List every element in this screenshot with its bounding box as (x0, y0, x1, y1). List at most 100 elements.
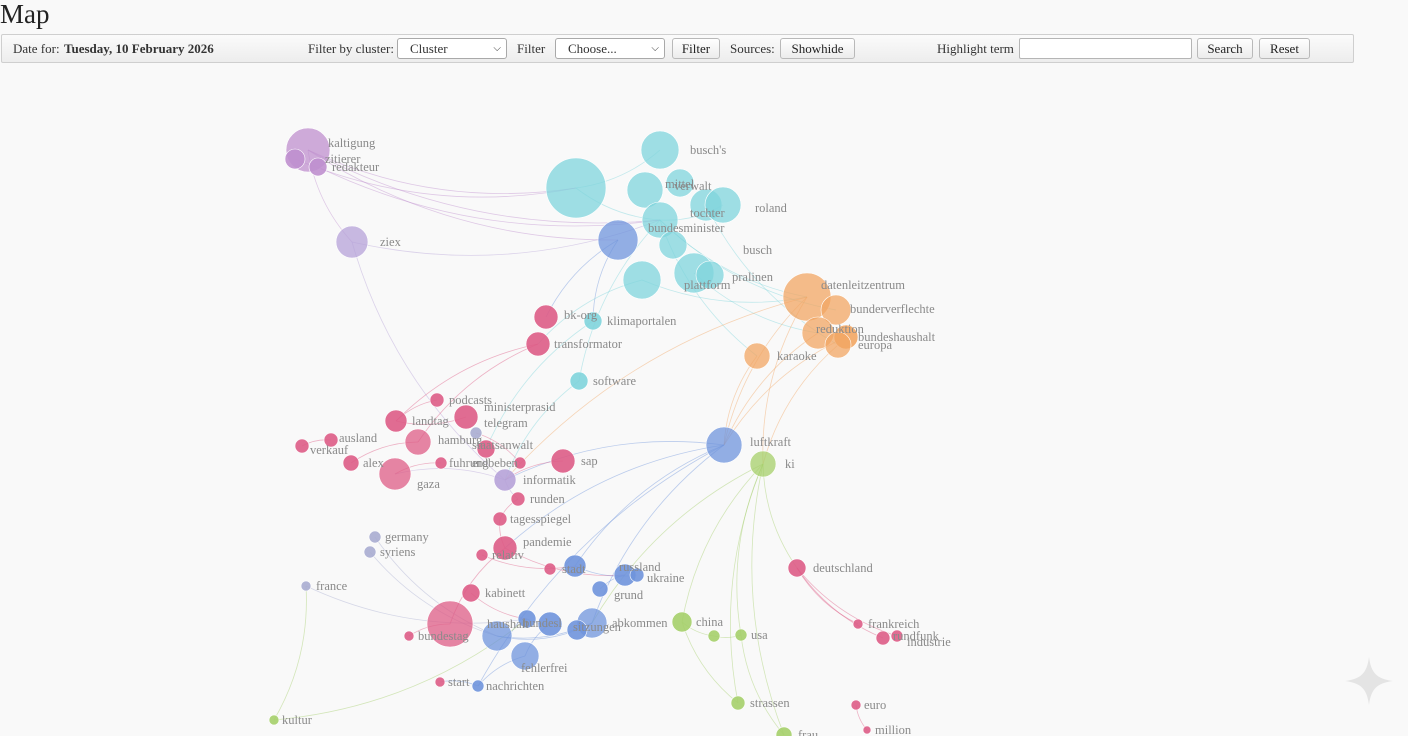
graph-node-germany[interactable] (368, 530, 382, 544)
graph-node-c_star[interactable] (545, 157, 607, 219)
graph-node-label: staatsanwalt (472, 438, 534, 452)
showhide-button[interactable]: Showhide (780, 38, 855, 59)
graph-node-karaoke[interactable] (743, 342, 771, 370)
graph-node-busch[interactable] (658, 230, 688, 260)
graph-node-strassen[interactable] (730, 695, 746, 711)
graph-node-o_2[interactable] (820, 294, 852, 326)
graph-node-b_c6[interactable] (510, 641, 540, 671)
graph-node-label: alex (363, 456, 385, 470)
graph-node-label: informatik (523, 473, 577, 487)
graph-node-staatsanwalt[interactable] (476, 439, 496, 459)
graph-node-label: relativ (492, 548, 525, 562)
graph-node-ukraine[interactable] (629, 567, 645, 583)
graph-node-hamburg[interactable] (404, 428, 432, 456)
graph-node-label: sitzungen (573, 620, 622, 634)
graph-node-rundfunk[interactable] (875, 630, 891, 646)
graph-node-c_b1[interactable] (622, 260, 662, 300)
graph-node-usa[interactable] (734, 628, 748, 642)
graph-node-relativ[interactable] (475, 548, 489, 562)
graph-node-tagesspiegel[interactable] (492, 511, 508, 527)
graph-node-kabinett[interactable] (461, 583, 481, 603)
highlight-term-input[interactable] (1019, 38, 1192, 59)
reset-button[interactable]: Reset (1259, 38, 1310, 59)
graph-node-redaktor[interactable] (308, 157, 328, 177)
graph-node-luftkraft[interactable] (705, 426, 743, 464)
graph-node-kultur[interactable] (268, 714, 280, 726)
graph-edge (374, 536, 498, 637)
graph-node-c_hub[interactable] (641, 201, 679, 239)
graph-node-label: bundesminister (648, 221, 725, 235)
graph-node-million[interactable] (862, 725, 872, 735)
graph-node-transformator[interactable] (525, 331, 551, 357)
graph-edge (681, 621, 739, 704)
graph-edge (317, 166, 661, 227)
graph-node-deutschland[interactable] (787, 558, 807, 578)
graph-node-lr_small[interactable] (403, 630, 415, 642)
graph-node-frau[interactable] (775, 726, 793, 736)
graph-node-informatik[interactable] (493, 468, 517, 492)
graph-node-big_pink[interactable] (426, 600, 474, 648)
graph-node-runden[interactable] (510, 491, 526, 507)
graph-node-label: fuhrung (449, 456, 489, 470)
graph-node-b_c5[interactable] (566, 619, 588, 641)
search-button[interactable]: Search (1197, 38, 1253, 59)
graph-node-stadt[interactable] (543, 562, 557, 576)
graph-node-pandemie[interactable] (492, 535, 518, 561)
graph-node-europa[interactable] (824, 331, 852, 359)
graph-node-china[interactable] (671, 611, 693, 633)
graph-node-b_c3[interactable] (537, 611, 563, 637)
graph-node-label: kabinett (485, 586, 526, 600)
graph-node-bk_org[interactable] (533, 304, 559, 330)
graph-node-ki[interactable] (749, 450, 777, 478)
graph-node-label: kaltigung (328, 136, 376, 150)
cluster-select[interactable]: Cluster ⌵ (397, 38, 507, 59)
graph-node-kb_cyan[interactable] (583, 311, 603, 331)
graph-node-software[interactable] (569, 371, 589, 391)
graph-node-ausland[interactable] (323, 432, 339, 448)
graph-edge (485, 320, 594, 450)
graph-node-ziex[interactable] (335, 225, 369, 259)
filter-button[interactable]: Filter (672, 38, 720, 59)
graph-node-alex[interactable] (342, 454, 360, 472)
graph-node-pralinen[interactable] (695, 260, 725, 290)
graph-node-france[interactable] (300, 580, 312, 592)
graph-node-sap[interactable] (550, 448, 576, 474)
graph-node-c_left[interactable] (597, 219, 639, 261)
graph-node-label: grund (614, 588, 644, 602)
graph-node-ministerpraes[interactable] (453, 404, 479, 430)
graph-node-zitierfuhrer[interactable] (284, 148, 306, 170)
graph-node-roland[interactable] (704, 186, 742, 224)
graph-node-b_c1[interactable] (481, 620, 513, 652)
graph-node-c_mid2[interactable] (665, 168, 695, 198)
graph-node-label: pandemie (523, 535, 572, 549)
graph-node-b_c2[interactable] (517, 609, 537, 629)
graph-edge (307, 149, 577, 194)
cluster-select-value: Cluster (410, 41, 448, 56)
graph-node-label: ausland (339, 431, 378, 445)
graph-node-label: busch's (690, 143, 726, 157)
graph-node-frankreich[interactable] (852, 618, 864, 630)
graph-node-podcasts[interactable] (429, 392, 445, 408)
graph-node-busch_s[interactable] (640, 130, 680, 170)
graph-node-grund[interactable] (591, 580, 609, 598)
graph-node-euro[interactable] (850, 699, 862, 711)
graph-node-verkauf[interactable] (294, 438, 310, 454)
graph-node-usa2[interactable] (707, 629, 721, 643)
network-graph[interactable]: kaltigungzitiererredakteurziexbusch'smit… (0, 63, 1408, 736)
graph-node-b_a[interactable] (563, 554, 587, 578)
filter-select[interactable]: Choose... ⌵ (555, 38, 665, 59)
graph-node-label: verkauf (310, 443, 349, 457)
graph-node-label: fehlerfrei (521, 661, 568, 675)
graph-node-label: podcasts (449, 393, 492, 407)
graph-node-label: usa (751, 628, 768, 642)
graph-node-gazastreifen[interactable] (378, 457, 412, 491)
graph-node-nachrichten[interactable] (471, 679, 485, 693)
graph-node-landtag[interactable] (384, 409, 408, 433)
graph-node-c_mid1[interactable] (626, 171, 664, 209)
graph-node-fuhrung[interactable] (434, 456, 448, 470)
graph-node-telegram[interactable] (469, 426, 483, 440)
graph-node-rf2[interactable] (890, 629, 904, 643)
graph-node-start[interactable] (434, 676, 446, 688)
graph-node-syriens[interactable] (363, 545, 377, 559)
graph-node-erdbeben[interactable] (513, 456, 527, 470)
